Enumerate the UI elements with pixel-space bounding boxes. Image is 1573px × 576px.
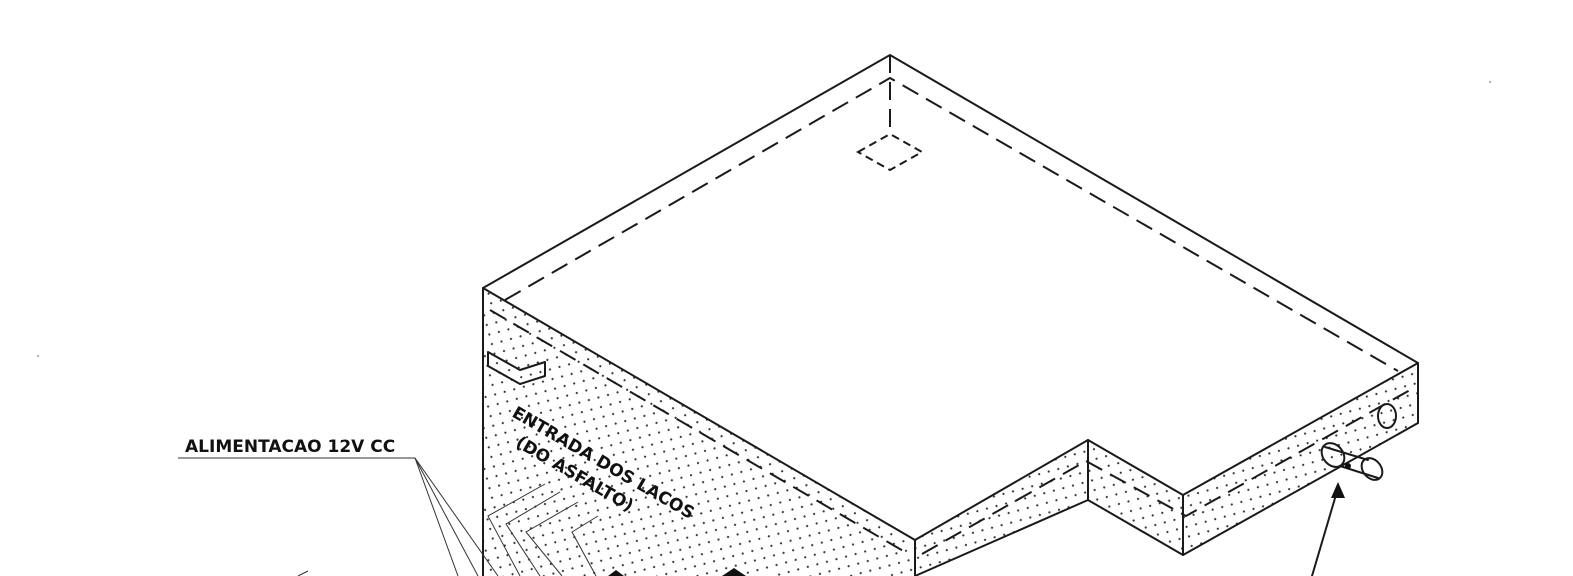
- loop-entry-leader-lines: [487, 483, 599, 576]
- gland-leader-line: [1311, 487, 1339, 576]
- partial-arrow-2: [722, 568, 746, 576]
- inner-wall-back-hidden: [504, 76, 1399, 372]
- power-leader-lines: [414, 457, 499, 576]
- cable-gland: [1320, 442, 1384, 481]
- back-corner-feature: [855, 132, 925, 172]
- wall-hatching: [483, 288, 1418, 576]
- scan-speck: [1489, 81, 1491, 83]
- front-left-wall: [483, 288, 915, 576]
- enclosure-bottom-edges: [914, 422, 1419, 576]
- gland-arrowhead: [1331, 482, 1345, 498]
- front-right-wall: [1183, 363, 1418, 555]
- power-supply-label: ALIMENTACAO 12V CC: [185, 437, 395, 457]
- inner-wall-front-right: [921, 389, 1411, 555]
- left-wall-slot: [487, 351, 546, 385]
- scan-speck: [37, 355, 39, 357]
- notch-wall-back: [1088, 440, 1183, 555]
- partial-leader-left: [297, 570, 309, 576]
- partial-arrow-1: [608, 570, 624, 576]
- right-wall-hole: [1377, 403, 1397, 429]
